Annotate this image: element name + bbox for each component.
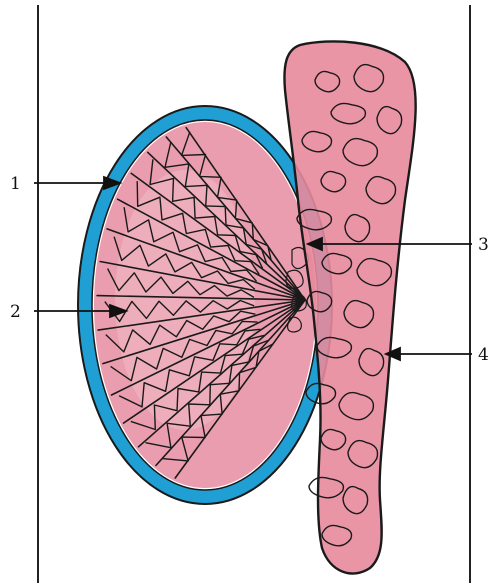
label-1: 1 (10, 174, 21, 194)
label-3: 3 (478, 235, 489, 255)
label-2: 2 (10, 302, 21, 322)
label-4: 4 (478, 345, 489, 365)
